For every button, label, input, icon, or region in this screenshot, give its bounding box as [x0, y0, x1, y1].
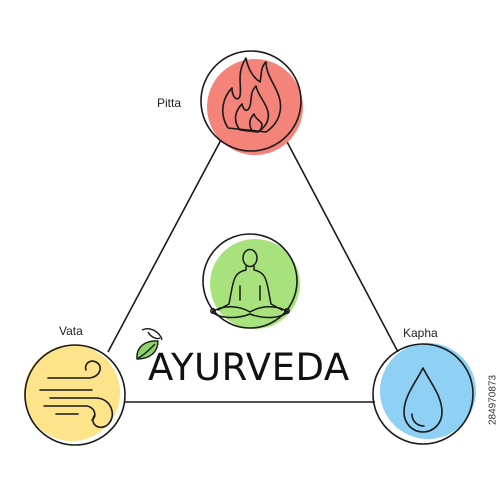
center-node [202, 233, 300, 329]
pitta-node [200, 50, 303, 155]
line-pitta-kapha [284, 137, 399, 353]
pitta-color-fill [207, 59, 303, 155]
stock-id-text: 284970873 [487, 374, 499, 426]
kapha-node [372, 343, 476, 445]
ayurveda-title: AYURVEDA [148, 346, 350, 389]
leaf-icon [136, 328, 163, 360]
pitta-label: Pitta [157, 96, 182, 110]
kapha-label: Kapha [403, 326, 438, 340]
triangle-lines [107, 137, 399, 403]
vata-node [24, 344, 126, 446]
vata-color-fill [24, 345, 120, 441]
flame-icon [221, 57, 282, 133]
kapha-outline [372, 343, 474, 445]
wind-icon [39, 360, 114, 429]
stock-id-watermark: 284970873 [486, 300, 500, 500]
pitta-outline [200, 50, 302, 152]
vata-label: Vata [59, 324, 83, 338]
vata-outline [24, 344, 126, 446]
center-outline [202, 233, 298, 329]
meditation-icon [210, 248, 290, 319]
line-pitta-vata [107, 137, 223, 353]
water-drop-icon [403, 367, 443, 433]
